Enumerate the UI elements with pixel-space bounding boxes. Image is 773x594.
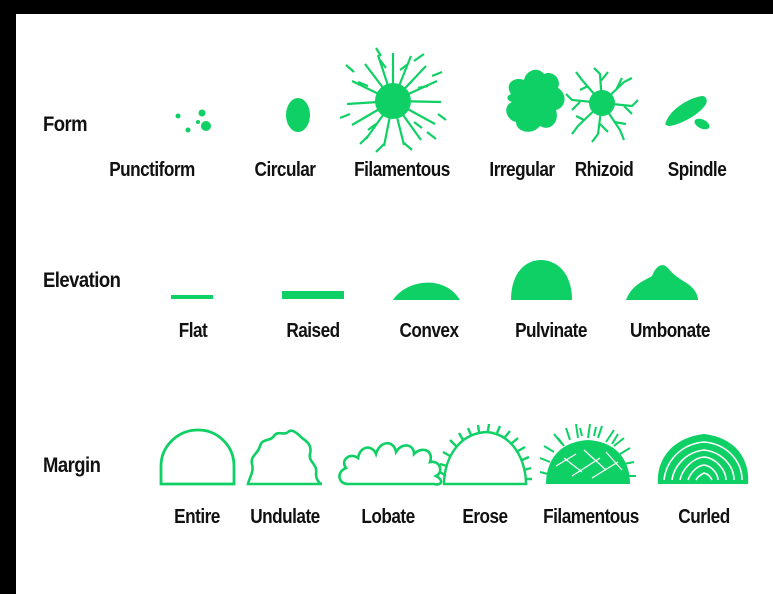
caption-flat: Flat: [179, 320, 208, 343]
caption-filamentous-margin: Filamentous: [543, 506, 639, 529]
filamentous-margin-shape: [540, 424, 636, 484]
caption-punctiform: Punctiform: [109, 159, 195, 182]
pulvinate-elevation-shape: [511, 260, 572, 300]
entire-margin-shape: [161, 430, 234, 484]
umbonate-elevation-shape: [626, 265, 698, 300]
caption-lobate: Lobate: [361, 506, 414, 529]
caption-convex: Convex: [399, 320, 458, 343]
raised-elevation-shape: [282, 291, 344, 299]
diagram-canvas: Form Elevation Margin Punctiform Circula…: [16, 14, 773, 594]
rhizoid-shape: [566, 68, 638, 142]
row-label-margin: Margin: [43, 454, 100, 478]
erose-margin-shape: [440, 424, 532, 484]
irregular-shape: [506, 70, 564, 132]
circular-shape: [286, 98, 310, 132]
caption-irregular: Irregular: [489, 159, 554, 182]
spindle-shape: [665, 96, 711, 131]
row-label-elevation: Elevation: [43, 269, 120, 293]
row-label-form: Form: [43, 113, 87, 137]
lobate-margin-shape: [339, 443, 441, 484]
caption-raised: Raised: [286, 320, 339, 343]
caption-circular: Circular: [255, 159, 316, 182]
caption-rhizoid: Rhizoid: [575, 159, 633, 182]
convex-elevation-shape: [393, 283, 460, 300]
curled-margin-shape: [658, 434, 748, 484]
punctiform-shape: [176, 110, 212, 133]
caption-undulate: Undulate: [250, 506, 319, 529]
caption-filamentous-form: Filamentous: [354, 159, 450, 182]
caption-entire: Entire: [174, 506, 220, 529]
filamentous-form-shape: [340, 48, 446, 152]
caption-spindle: Spindle: [668, 159, 727, 182]
caption-umbonate: Umbonate: [630, 320, 710, 343]
caption-pulvinate: Pulvinate: [515, 320, 587, 343]
flat-elevation-shape: [171, 295, 213, 299]
caption-erose: Erose: [462, 506, 507, 529]
undulate-margin-shape: [248, 431, 322, 484]
caption-curled: Curled: [678, 506, 729, 529]
